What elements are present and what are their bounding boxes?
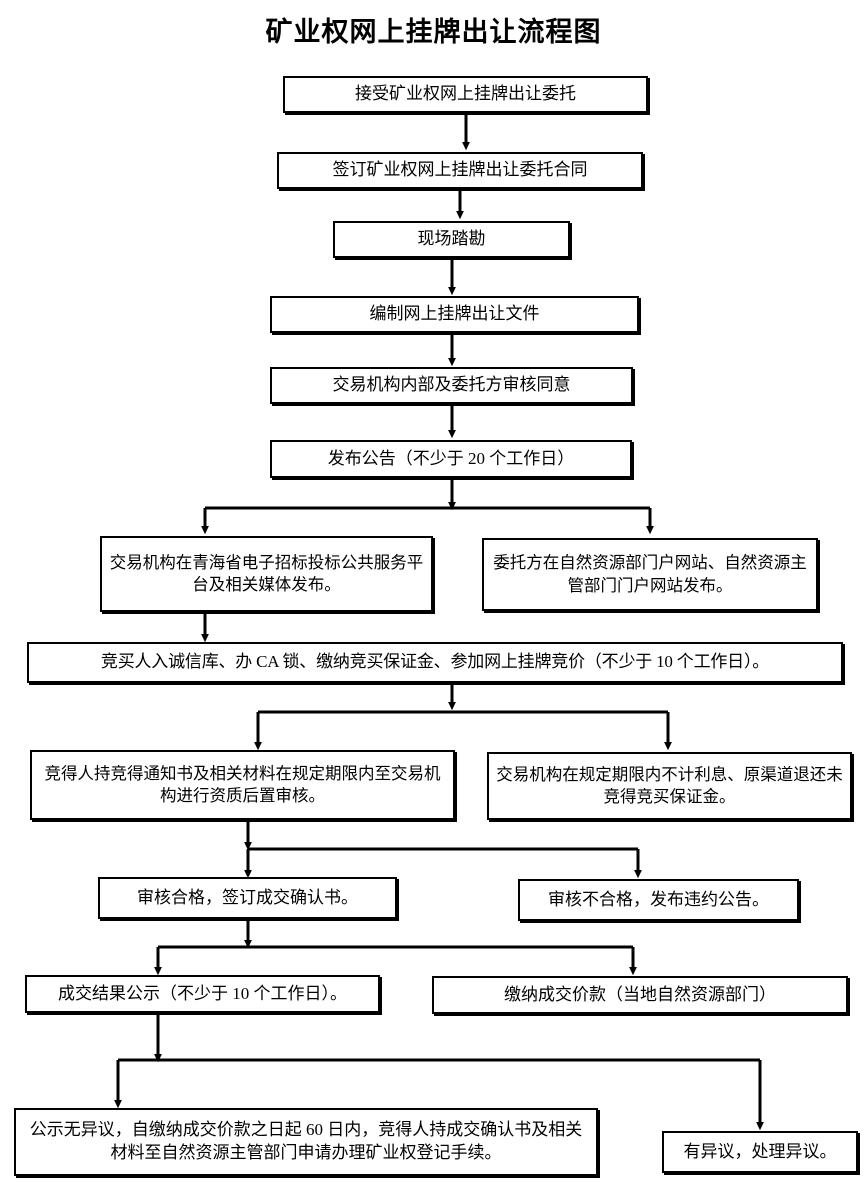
node-n4-label: 编制网上挂牌出让文件 bbox=[369, 304, 540, 324]
node-n16[interactable]: 公示无异议，自缴纳成交价款之日起 60 日内，竞得人持成交确认书及相关材料至自然… bbox=[14, 1108, 598, 1176]
node-n14[interactable]: 成交结果公示（不少于 10 个工作日）。 bbox=[25, 975, 380, 1013]
node-n10-label: 竞得人持竞得通知书及相关材料在规定期限内至交易机构进行资质后置审核。 bbox=[44, 763, 441, 805]
node-n3[interactable]: 现场踏勘 bbox=[333, 221, 570, 258]
node-n12[interactable]: 审核合格，签订成交确认书。 bbox=[98, 877, 397, 919]
node-n16-label: 公示无异议，自缴纳成交价款之日起 60 日内，竞得人持成交确认书及相关材料至自然… bbox=[29, 1120, 583, 1162]
node-n8-label: 委托方在自然资源部门户网站、自然资源主管部门门户网站发布。 bbox=[493, 553, 807, 595]
node-n7-label: 交易机构在青海省电子招标投标公共服务平台及相关媒体发布。 bbox=[109, 552, 424, 594]
node-n17[interactable]: 有异议，处理异议。 bbox=[662, 1131, 858, 1173]
node-n11[interactable]: 交易机构在规定期限内不计利息、原渠道退还未竞得竞买保证金。 bbox=[487, 752, 852, 820]
node-n13-label: 审核不合格，发布违约公告。 bbox=[548, 889, 769, 909]
node-n15-label: 缴纳成交价款（当地自然资源部门） bbox=[504, 984, 776, 1004]
node-n6[interactable]: 发布公告（不少于 20 个工作日） bbox=[270, 440, 632, 478]
node-n1[interactable]: 接受矿业权网上挂牌出让委托 bbox=[283, 76, 648, 113]
node-n13[interactable]: 审核不合格，发布违约公告。 bbox=[518, 879, 799, 921]
node-n2[interactable]: 签订矿业权网上挂牌出让委托合同 bbox=[277, 152, 643, 189]
node-n12-label: 审核合格，签订成交确认书。 bbox=[137, 887, 358, 907]
node-n10[interactable]: 竞得人持竞得通知书及相关材料在规定期限内至交易机构进行资质后置审核。 bbox=[30, 750, 455, 820]
node-n8[interactable]: 委托方在自然资源部门户网站、自然资源主管部门门户网站发布。 bbox=[482, 538, 818, 611]
page-title: 矿业权网上挂牌出让流程图 bbox=[265, 17, 602, 47]
node-n7[interactable]: 交易机构在青海省电子招标投标公共服务平台及相关媒体发布。 bbox=[100, 536, 433, 612]
node-n9[interactable]: 竞买人入诚信库、办 CA 锁、缴纳竞买保证金、参加网上挂牌竞价（不少于 10 个… bbox=[27, 642, 843, 683]
node-n6-label: 发布公告（不少于 20 个工作日） bbox=[327, 448, 575, 468]
node-n9-label: 竞买人入诚信库、办 CA 锁、缴纳竞买保证金、参加网上挂牌竞价（不少于 10 个… bbox=[100, 652, 770, 672]
node-n1-label: 接受矿业权网上挂牌出让委托 bbox=[355, 84, 576, 104]
node-n14-label: 成交结果公示（不少于 10 个工作日）。 bbox=[58, 983, 347, 1003]
node-n3-label: 现场踏勘 bbox=[417, 229, 486, 249]
node-n17-label: 有异议，处理异议。 bbox=[683, 1141, 837, 1161]
node-n5[interactable]: 交易机构内部及委托方审核同意 bbox=[270, 367, 633, 404]
node-n2-label: 签订矿业权网上挂牌出让委托合同 bbox=[332, 160, 588, 180]
node-n4[interactable]: 编制网上挂牌出让文件 bbox=[270, 296, 639, 333]
node-n15[interactable]: 缴纳成交价款（当地自然资源部门） bbox=[432, 976, 848, 1014]
node-n11-label: 交易机构在规定期限内不计利息、原渠道退还未竞得竞买保证金。 bbox=[496, 764, 843, 806]
node-n5-label: 交易机构内部及委托方审核同意 bbox=[332, 375, 571, 395]
